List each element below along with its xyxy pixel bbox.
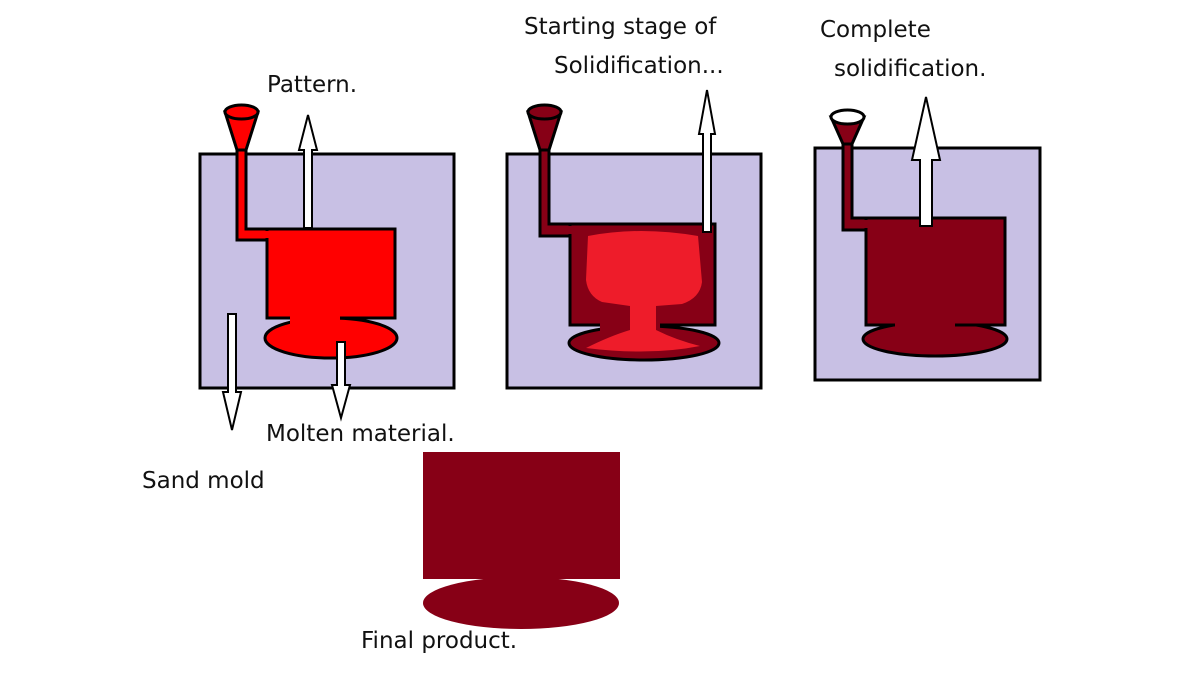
pouring-cup-rim-3 [829, 108, 866, 126]
label-complete-line1: Complete [820, 17, 931, 43]
label-complete-line2: solidification. [834, 56, 987, 82]
arrows [221, 89, 942, 431]
stage-starting-solidification [505, 103, 763, 390]
label-pattern: Pattern. [267, 72, 358, 98]
molten-arrow [330, 341, 352, 422]
label-sand-mold: Sand mold [142, 468, 265, 494]
label-starting-stage-line1: Starting stage of [524, 14, 717, 40]
pouring-cup-rim-2 [526, 103, 563, 121]
sand-mold-arrow [221, 313, 243, 431]
complete-solidification-arrow [910, 96, 942, 227]
final-product [423, 452, 620, 629]
solidification-start-arrow [697, 89, 717, 233]
stage-molten [198, 103, 456, 390]
label-starting-stage-line2: Solidification... [554, 53, 724, 79]
pattern-arrow [297, 114, 319, 229]
final-product-body [423, 452, 620, 579]
final-product-base [423, 577, 619, 629]
label-molten-material: Molten material. [266, 421, 455, 447]
liquid-core-2 [586, 231, 702, 352]
label-final-product: Final product. [361, 628, 518, 654]
pouring-cup-rim-1 [223, 103, 260, 121]
